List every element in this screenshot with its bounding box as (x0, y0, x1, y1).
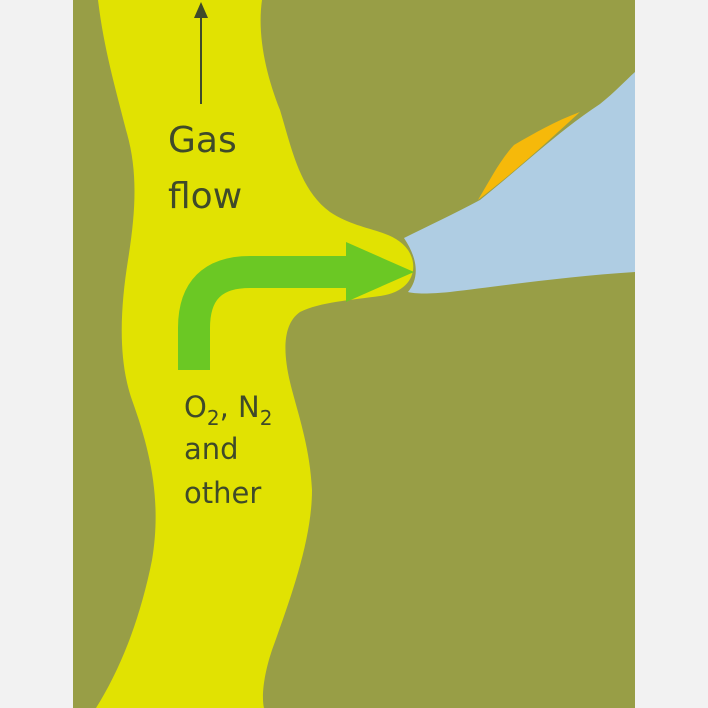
species-label-line2: and (184, 432, 239, 466)
species-separator: , N (220, 390, 260, 424)
gas-flow-arrow (194, 2, 208, 104)
species-label-line3: other (184, 476, 261, 510)
diffusion-arrow (178, 242, 414, 370)
species-n-subscript: 2 (260, 406, 273, 430)
species-o-subscript: 2 (207, 406, 220, 430)
curved-arrow-right-icon (178, 256, 350, 370)
pore-region (404, 72, 635, 294)
gas-flow-label-line1: Gas (168, 120, 237, 161)
species-label-line1: O2, N2 (184, 390, 272, 430)
diffusion-arrow-head (346, 242, 414, 302)
species-o: O (184, 390, 207, 424)
gas-channel (96, 0, 414, 708)
gas-flow-arrow-head (194, 2, 208, 18)
deposit-region (478, 112, 580, 200)
gas-flow-label-line2: flow (168, 176, 242, 217)
